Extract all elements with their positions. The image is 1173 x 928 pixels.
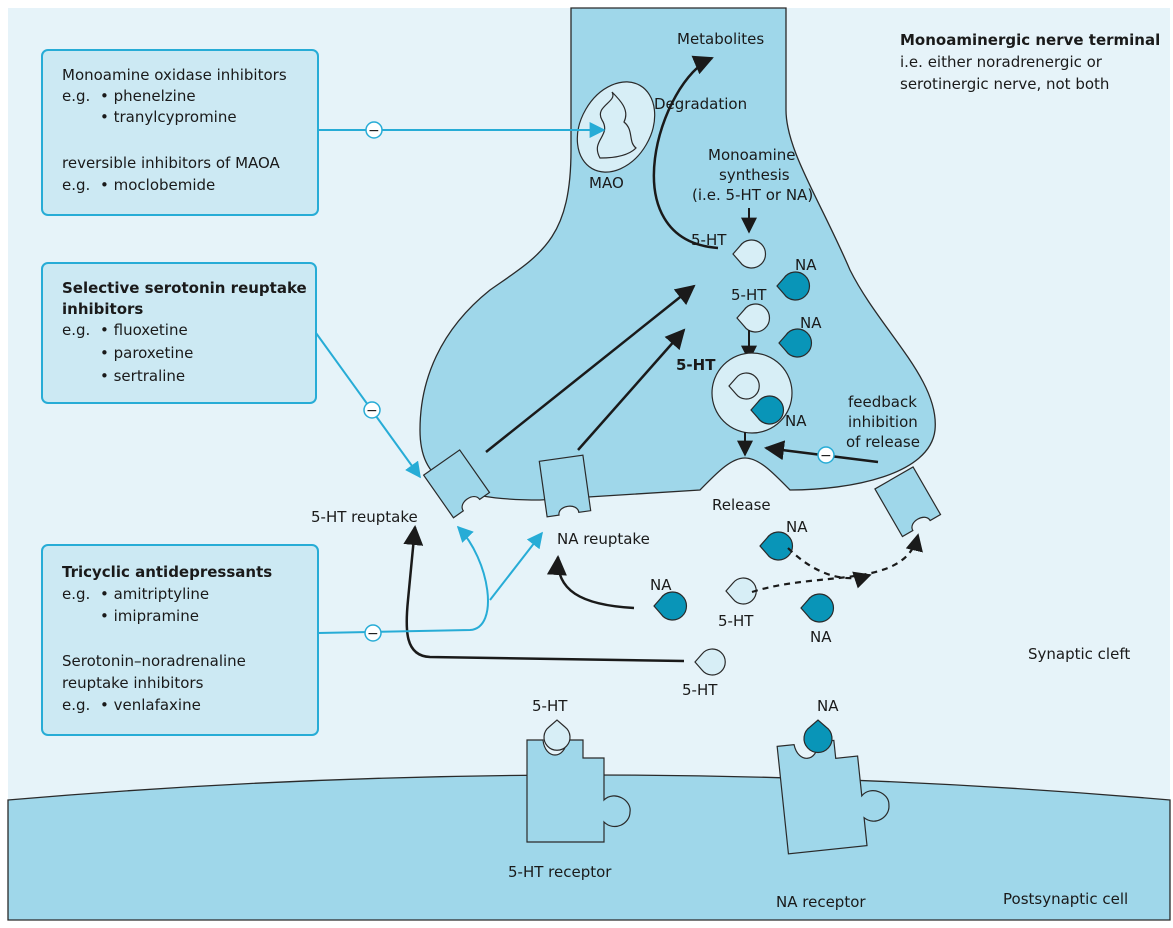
na-reuptake-inward-arrow — [577, 328, 686, 451]
ht-molecule-icon — [543, 719, 571, 751]
tca-heading: Tricyclic antidepressants — [62, 563, 272, 581]
tca-eg-2: e.g. — [62, 696, 90, 714]
ht-receptor — [526, 739, 631, 843]
degradation-label: Degradation — [654, 95, 747, 113]
ht-to-autoreceptor-dashed-arrow — [751, 533, 923, 594]
maoi-eg: e.g. — [62, 87, 90, 105]
na-reuptake-path-arrow — [546, 555, 635, 610]
svg-text:−: − — [366, 403, 378, 419]
ht-label-1: 5-HT — [691, 231, 727, 249]
feedback-label-2: inhibition — [848, 413, 918, 431]
ssri-drug-2: • paroxetine — [100, 344, 193, 362]
ssri-heading-1: Selective serotonin reuptake — [62, 279, 307, 297]
na-label-cleft-3: NA — [810, 628, 832, 646]
ssri-heading-2: inhibitors — [62, 300, 143, 318]
synthesis-label-3: (i.e. 5-HT or NA) — [692, 186, 813, 204]
maoi-minus-icon: − — [365, 121, 383, 139]
feedback-label-1: feedback — [848, 393, 917, 411]
na-molecule-icon — [778, 328, 813, 358]
mao-mitochondrion-icon — [576, 81, 656, 173]
tca-box — [41, 544, 319, 736]
na-to-autoreceptor-dashed-arrow — [787, 547, 872, 589]
ht-molecule-icon — [728, 372, 760, 400]
degradation-arrow — [652, 55, 719, 250]
svg-text:−: − — [820, 448, 832, 464]
na-molecule-icon — [776, 271, 811, 301]
tca-drug-2: • imipramine — [100, 607, 199, 625]
na-molecule-icon — [759, 531, 794, 561]
ht-label-cleft-1: 5-HT — [718, 612, 754, 630]
mao-label: MAO — [589, 174, 624, 192]
ht-molecule-icon — [694, 648, 726, 676]
tca-inhibition-line — [317, 525, 489, 634]
ht-molecule-icon — [725, 577, 757, 605]
na-reuptake-label: NA reuptake — [557, 530, 650, 548]
maoi-drug-1: • phenelzine — [100, 87, 196, 105]
autoreceptor — [874, 466, 942, 538]
na-label-cleft-1: NA — [786, 518, 808, 536]
tca-drug-3: • venlafaxine — [100, 696, 201, 714]
svg-text:−: − — [367, 626, 379, 642]
ht-label-receptor: 5-HT — [532, 697, 568, 715]
na-molecule-icon — [800, 593, 835, 623]
metabolites-label: Metabolites — [677, 30, 764, 48]
ht-label-cleft-2: 5-HT — [682, 681, 718, 699]
synthesis-label-2: synthesis — [719, 166, 790, 184]
ssri-minus-icon: − — [363, 401, 381, 419]
maoi-subheading: reversible inhibitors of MAOA — [62, 154, 281, 172]
feedback-minus-icon: − — [817, 446, 835, 464]
maoi-heading: Monoamine oxidase inhibitors — [62, 66, 287, 84]
feedback-label-3: of release — [846, 433, 920, 451]
na-label-receptor: NA — [817, 697, 839, 715]
maoi-drug-2: • tranylcypromine — [100, 108, 237, 126]
na-receptor-label: NA receptor — [776, 893, 866, 911]
ssri-drug-3: • sertraline — [100, 367, 185, 385]
ssri-eg: e.g. — [62, 321, 90, 339]
maoi-drug-3: • moclobemide — [100, 176, 215, 194]
ht-label-2: 5-HT — [731, 286, 767, 304]
ht-molecule-icon — [732, 239, 767, 269]
tca-na-inhibition-line — [489, 531, 543, 601]
na-reuptake-transporter — [538, 454, 592, 518]
ht-label-vesicle: 5-HT — [676, 356, 716, 374]
tca-subheading-1: Serotonin–noradrenaline — [62, 652, 246, 670]
na-label-2: NA — [800, 314, 822, 332]
nerve-terminal — [419, 7, 936, 501]
postsynaptic-cell-label: Postsynaptic cell — [1003, 890, 1128, 908]
na-molecule-icon — [750, 395, 785, 425]
ht-molecule-icon — [736, 303, 771, 333]
tca-subheading-2: reuptake inhibitors — [62, 674, 204, 692]
ht-reuptake-transporter — [422, 449, 491, 519]
ht-reuptake-label: 5-HT reuptake — [311, 508, 418, 526]
svg-text:−: − — [368, 123, 380, 139]
terminal-note-line2: serotinergic nerve, not both — [900, 75, 1109, 93]
na-receptor — [776, 739, 890, 855]
terminal-note-title: Monoaminergic nerve terminal — [900, 31, 1160, 49]
ht-receptor-label: 5-HT receptor — [508, 863, 612, 881]
ssri-drug-1: • fluoxetine — [100, 321, 188, 339]
tca-eg: e.g. — [62, 585, 90, 603]
ht-reuptake-path-arrow — [403, 525, 685, 663]
na-molecule-icon — [653, 591, 688, 621]
maoi-eg-2: e.g. — [62, 176, 90, 194]
na-label-1: NA — [795, 256, 817, 274]
na-label-cleft-2: NA — [650, 576, 672, 594]
maoi-box — [41, 49, 319, 216]
terminal-note-line1: i.e. either noradrenergic or — [900, 53, 1103, 71]
synaptic-cleft-label: Synaptic cleft — [1028, 645, 1130, 663]
synthesis-label-1: Monoamine — [708, 146, 796, 164]
release-label: Release — [712, 496, 771, 514]
na-molecule-icon — [803, 719, 833, 754]
na-label-vesicle: NA — [785, 412, 807, 430]
tca-minus-icon: − — [364, 624, 382, 642]
ht-reuptake-inward-arrow — [485, 284, 696, 453]
tca-drug-1: • amitriptyline — [100, 585, 209, 603]
